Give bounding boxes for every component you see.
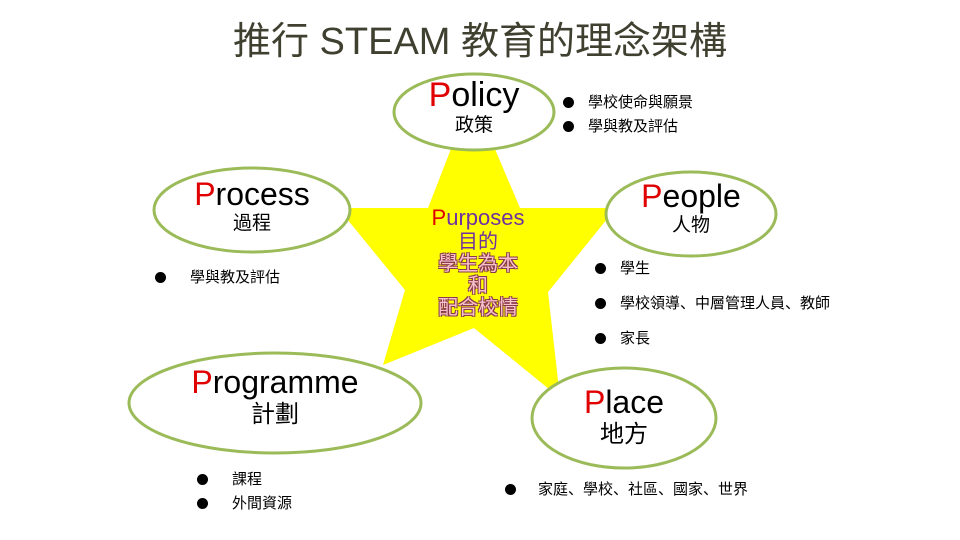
node-place: Place 地方 (583, 384, 665, 448)
center-purposes: Purposes 目的 學生為本 和 配合校情 (431, 205, 525, 320)
policy-ellipse (392, 72, 556, 152)
policy-bullets: 學校使命與願景 學與教及評估 (563, 95, 693, 134)
people-bullets: 學生 學校領導、中層管理人員、教師 家長 (595, 261, 830, 346)
process-ellipse (152, 166, 352, 254)
bullet-icon (563, 121, 574, 132)
node-label: Policy (428, 76, 520, 114)
node-zh: 政策 (454, 114, 493, 137)
star-shape (338, 95, 616, 398)
node-policy: Policy 政策 (394, 76, 554, 137)
bullet-icon (595, 298, 606, 309)
node-process: Process 過程 (194, 176, 310, 234)
page-title: 推行 STEAM 教育的理念架構 (232, 21, 728, 63)
programme-bullets: 課程 外間資源 (197, 472, 292, 511)
place-ellipse (530, 366, 718, 470)
process-bullets: 學與教及評估 (155, 270, 280, 285)
node-people: People 人物 (641, 178, 741, 236)
bullet-icon (563, 97, 574, 108)
bullet-icon (505, 484, 516, 495)
bullet-icon (595, 263, 606, 274)
node-programme: Programme 計劃 (191, 364, 359, 428)
people-ellipse (604, 170, 778, 258)
bullet-icon (197, 498, 208, 509)
bullet-icon (155, 272, 166, 283)
programme-ellipse (127, 351, 423, 455)
place-bullets: 家庭、學校、社區、國家、世界 (505, 482, 748, 497)
bullet-icon (595, 333, 606, 344)
bullet-icon (197, 474, 208, 485)
